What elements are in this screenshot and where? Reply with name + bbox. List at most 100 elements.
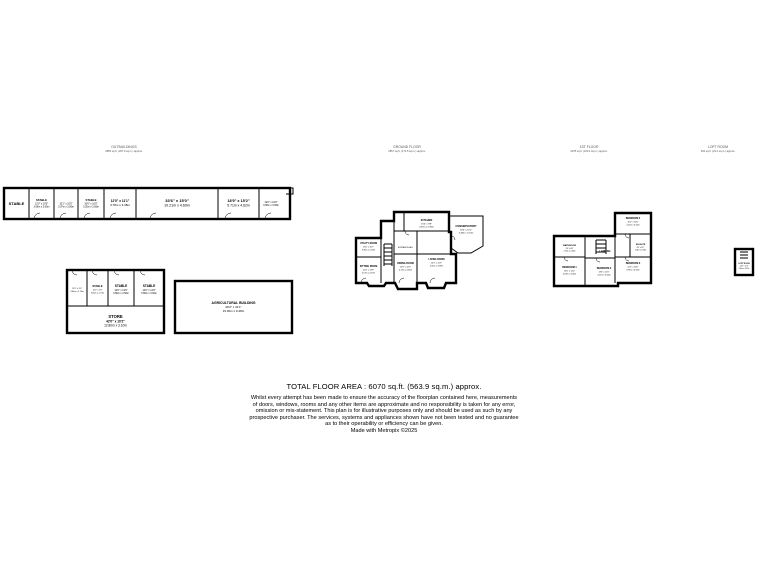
- stable-7-dim-metric: 5.71m x 4.62m: [227, 204, 250, 208]
- stable-4-dim-metric: 3.20m x 3.05m: [83, 206, 99, 209]
- outbuildings-title: OUTBUILDINGS: [111, 145, 137, 149]
- ensuite-dim-metric: 2.44m x 1.83m: [635, 250, 647, 252]
- stable-block-outline: [2, 186, 292, 221]
- conservatory-dim-imperial: 18'0" x 10'2": [460, 230, 472, 232]
- store-name: STORE: [108, 314, 123, 319]
- bedroom-3-dim-metric: 3.78m x 3.05m: [626, 270, 640, 272]
- loft-floor: LOFT ROOM 14'9" x 11'6" 4.50m x 3.51m: [733, 247, 755, 277]
- dining-room-dim-metric: 4.11m x 3.66m: [399, 270, 412, 272]
- bedroom-4-name: BEDROOM 4: [626, 217, 641, 220]
- loft-room-name: LOFT ROOM: [738, 263, 750, 265]
- metropix-credit: Made with Metropix ©2025: [350, 427, 418, 434]
- stable-2-name: STABLE: [36, 198, 47, 202]
- utility-room-dim-metric: 3.96m x 3.23m: [362, 250, 376, 252]
- stable-2-dim-imperial: 12'0" x 10'0": [35, 203, 48, 206]
- stable-8-dim-imperial: 12'0" x 10'0": [264, 201, 277, 204]
- floorplan-footer: TOTAL FLOOR AREA : 6070 sq.ft. (563.9 sq…: [220, 382, 548, 435]
- store-dim-imperial: 42'0" x 10'2": [106, 320, 125, 324]
- bedroom-1-name: BEDROOM 1: [562, 266, 577, 269]
- stable-7-dim-imperial: 18'9" x 15'2": [227, 199, 249, 203]
- first-floor-area: 1078 sq.ft. (100.1 sq.m.) approx.: [570, 149, 608, 153]
- bathroom-dim-imperial: 9'0" x 8'0": [566, 248, 574, 250]
- loft-room-outline: [733, 247, 755, 277]
- total-floor-area: TOTAL FLOOR AREA : 6070 sq.ft. (563.9 sq…: [286, 382, 482, 391]
- agricultural-building-dim-metric: 15.00m x 9.48m: [223, 309, 245, 313]
- dining-room-name: DINING ROOM: [397, 262, 413, 265]
- stable-4-dim-imperial: 10'6" x 10'0": [84, 203, 97, 206]
- loft-room-dim-imperial: 14'9" x 11'6": [740, 266, 749, 268]
- bedroom-4-dim-imperial: 10'2" x 10'0": [628, 222, 639, 224]
- ground-floor: KITCHEN 15'4" x 9'8" 4.67m x 2.95m CONSE…: [354, 210, 484, 291]
- stable-5-dim-metric: 3.78m x 3.38m: [110, 203, 130, 207]
- first-floor-title: 1ST FLOOR: [580, 145, 599, 149]
- stable-3-dim-metric: 3.07m x 3.05m: [58, 206, 74, 209]
- stable-8-dim-metric: 3.66m x 3.05m: [263, 204, 279, 207]
- store-stable-2-dim-imperial: 12'0" x 9'0": [93, 290, 103, 292]
- living-room-dim-imperial: 14'9" x 12'9": [431, 263, 442, 265]
- store-stable-1-dim-metric: 3.66m x 2.74m: [70, 291, 84, 293]
- disclaimer-line: omission or mis-statement. This plan is …: [255, 408, 513, 415]
- agricultural-building-name: AGRICULTURAL BUILDING: [212, 301, 256, 305]
- bedroom-1-dim-metric: 5.03m x 3.66m: [563, 274, 577, 276]
- bedroom-1-dim-imperial: 16'6" x 12'0": [564, 271, 575, 273]
- sitting-room-name: SITTING ROOM: [360, 265, 378, 268]
- conservatory-outline: [449, 215, 484, 254]
- first-floor-outline: [552, 211, 653, 288]
- bathroom-dim-metric: 2.74m x 2.44m: [564, 251, 576, 253]
- landing-name: LANDING: [600, 250, 611, 253]
- store-block: 12'0" x 9'0" 3.66m x 2.74m STABLE 12'0" …: [65, 268, 166, 335]
- bedroom-4-dim-metric: 3.10m x 3.05m: [626, 225, 640, 227]
- store-stable-1-dim-imperial: 12'0" x 9'0": [72, 288, 82, 290]
- store-block-outline: [65, 268, 166, 335]
- loft-title: LOFT ROOM: [708, 145, 728, 149]
- bedroom-2-name: BEDROOM 2: [597, 267, 612, 270]
- ensuite-dim-imperial: 8'0" x 6'0": [637, 247, 645, 249]
- utility-room-dim-imperial: 13'0" x 10'7": [363, 247, 374, 249]
- loft-area: 252 sq.ft. (23.4 sq.m.) approx.: [701, 149, 736, 153]
- barn-dim-imperial: 33'6" x 15'0": [165, 198, 189, 203]
- kitchen-dim-metric: 4.67m x 2.95m: [419, 227, 434, 229]
- agricultural-building: AGRICULTURAL BUILDING 49'3" x 31'1" 15.0…: [173, 279, 294, 335]
- disclaimer-line: prospective purchaser. The services, sys…: [249, 414, 519, 421]
- sitting-room-dim-metric: 4.57m x 4.19m: [362, 273, 376, 275]
- disclaimer-line: of doors, windows, rooms and any other i…: [252, 401, 516, 408]
- bedroom-2-dim-metric: 4.11m x 3.66m: [597, 275, 610, 277]
- loft-room-dim-metric: 4.50m x 3.51m: [739, 268, 750, 270]
- dining-room-dim-imperial: 13'6" x 12'0": [400, 267, 411, 269]
- barn-dim-metric: 10.21m x 4.60m: [164, 204, 190, 208]
- conservatory-dim-metric: 5.49m x 3.10m: [459, 233, 474, 235]
- store-stable-4-dim-metric: 3.66m x 3.66m: [141, 292, 157, 295]
- kitchen-dim-imperial: 15'4" x 9'8": [421, 224, 432, 226]
- store-stable-3-name: STABLE: [115, 284, 128, 288]
- bathroom-name: BATHROOM: [563, 244, 576, 247]
- ensuite-name: EN-SUITE: [636, 244, 646, 246]
- living-room-name: LIVING ROOM: [428, 258, 444, 261]
- ground-floor-title: GROUND FLOOR: [393, 145, 421, 149]
- store-stable-4-dim-imperial: 12'0" x 12'0": [142, 289, 155, 292]
- floor-titles: OUTBUILDINGS 2883 sq.ft. (267.9 sq.m.) a…: [105, 145, 735, 153]
- agricultural-building-outline: [173, 279, 294, 335]
- bedroom-3-name: BEDROOM 3: [626, 262, 641, 265]
- kitchen-name: KITCHEN: [421, 218, 433, 222]
- conservatory-name: CONSERVATORY: [455, 224, 477, 228]
- living-room-dim-metric: 4.50m x 3.89m: [430, 266, 444, 268]
- stable-5-dim-imperial: 12'5" x 11'1": [111, 199, 130, 203]
- store-stable-3-dim-metric: 3.66m x 4.50m: [113, 292, 129, 295]
- store-dim-metric: 12.80m x 3.10m: [104, 324, 127, 328]
- utility-room-name: UTILITY ROOM: [360, 242, 377, 245]
- disclaimer-line: as to their operability or efficiency ca…: [325, 421, 443, 428]
- stable-1-name: STABLE: [9, 201, 25, 206]
- disclaimer-line: Whilst every attempt has been made to en…: [250, 395, 518, 401]
- stable-3-dim-imperial: 10'1" x 10'0": [59, 203, 72, 206]
- stable-block: STABLE STABLE 12'0" x 10'0" 3.66m x 3.05…: [2, 186, 294, 221]
- first-floor: BEDROOM 4 10'2" x 10'0" 3.10m x 3.05m BA…: [552, 211, 653, 288]
- stable-4-name: STABLE: [86, 198, 97, 202]
- store-stable-2-name: STABLE: [92, 284, 102, 288]
- store-stable-2-dim-metric: 3.66m x 2.74m: [91, 293, 105, 295]
- stable-2-dim-metric: 3.66m x 3.05m: [34, 206, 50, 209]
- store-stable-3-dim-imperial: 12'0" x 14'9": [114, 289, 127, 292]
- ground-floor-area: 1857 sq.ft. (172.5 sq.m.) approx.: [388, 149, 426, 153]
- sitting-room-dim-imperial: 15'0" x 13'9": [363, 270, 374, 272]
- bedroom-2-dim-imperial: 13'6" x 12'0": [599, 272, 610, 274]
